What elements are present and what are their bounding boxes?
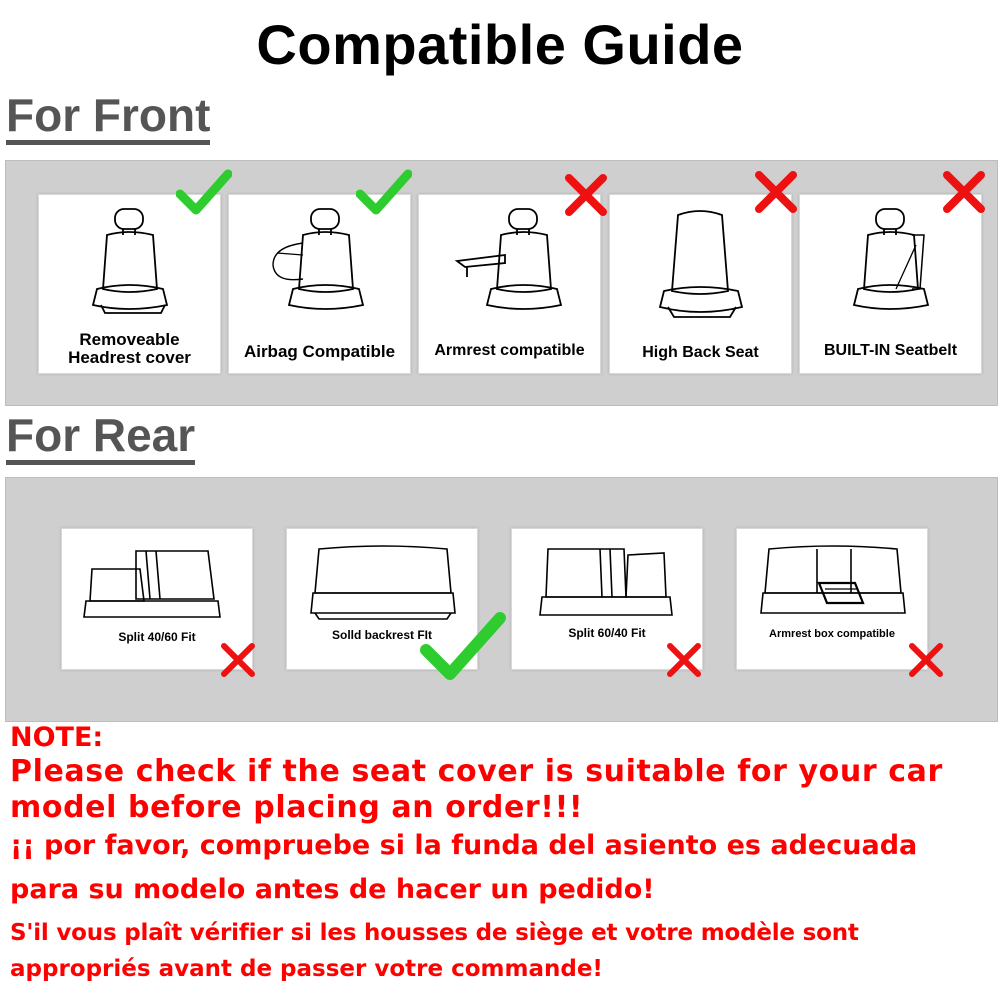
front-card-label: High Back Seat	[642, 344, 759, 361]
bench-split-40-60-icon	[83, 550, 221, 618]
cross-icon	[667, 643, 701, 677]
rear-card-label: Split 60/40 Fit	[568, 626, 646, 640]
check-icon	[420, 612, 506, 680]
rear-card-armrest-box: Armrest box compatible	[736, 528, 928, 670]
rear-card-solid-backrest: Solld backrest FIt	[286, 528, 478, 670]
seat-armrest-icon	[454, 208, 563, 310]
front-card-airbag: Airbag Compatible	[228, 194, 411, 374]
rear-card-label: Split 40/60 Fit	[118, 630, 196, 644]
cross-icon	[221, 643, 255, 677]
rear-heading: For Rear	[6, 412, 196, 465]
front-card-label: Armrest compatible	[434, 342, 585, 359]
seat-seatbelt-icon	[852, 208, 930, 310]
page-title: Compatible Guide	[256, 13, 744, 76]
rear-panel: Split 40/60 Fit Solld backrest FIt Split…	[5, 477, 998, 722]
bench-armrest-box-icon	[760, 545, 906, 614]
cross-icon	[755, 171, 797, 213]
rear-card-split-60-40: Split 60/40 Fit	[511, 528, 703, 670]
front-card-seatbelt: BUILT-IN Seatbelt	[799, 194, 982, 374]
note-line-en-2: model before placing an order!!!	[10, 790, 584, 825]
note-line-es-2: para su modelo antes de hacer un pedido!	[10, 874, 655, 905]
cross-icon	[565, 174, 607, 216]
note-line-fr-1: S'il vous plaît vérifier si les housses …	[10, 920, 859, 946]
note-heading: NOTE:	[10, 722, 104, 753]
front-card-armrest: Armrest compatible	[418, 194, 601, 374]
note-line-fr-2: appropriés avant de passer votre command…	[10, 956, 603, 982]
seat-highback-icon	[658, 210, 744, 318]
front-card-label: Removeable Headrest cover	[39, 331, 220, 367]
front-card-label: Airbag Compatible	[243, 342, 396, 361]
front-card-headrest: Removeable Headrest cover	[38, 194, 221, 374]
front-heading: For Front	[6, 92, 211, 145]
seat-airbag-icon	[272, 208, 365, 310]
check-icon	[176, 169, 232, 215]
rear-card-label: Solld backrest FIt	[331, 628, 433, 642]
front-card-highback: High Back Seat	[609, 194, 792, 374]
front-card-label: BUILT-IN Seatbelt	[823, 342, 958, 359]
seat-headrest-icon	[91, 208, 169, 314]
rear-card-label: Armrest box compatible	[769, 628, 895, 640]
bench-split-60-40-icon	[539, 548, 673, 616]
cross-icon	[943, 171, 985, 213]
bench-solid-icon	[310, 545, 456, 620]
note-line-es-1: ¡¡ por favor, compruebe si la funda del …	[10, 830, 918, 861]
note-line-en-1: Please check if the seat cover is suitab…	[10, 754, 943, 789]
cross-icon	[909, 643, 943, 677]
check-icon	[356, 169, 412, 215]
front-panel: Removeable Headrest cover Airbag Compati…	[5, 160, 998, 406]
rear-card-split-40-60: Split 40/60 Fit	[61, 528, 253, 670]
label-line: Removeable	[79, 330, 180, 349]
label-line: Headrest cover	[68, 347, 191, 367]
